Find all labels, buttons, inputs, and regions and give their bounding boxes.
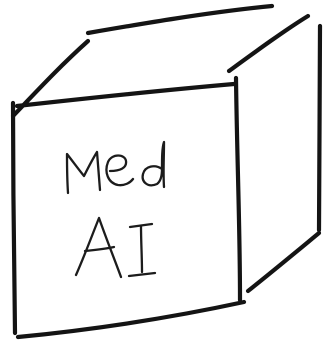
top-front-edge: [17, 84, 234, 106]
front-left-edge: [13, 103, 15, 333]
back-right-edge: [319, 26, 320, 230]
top-back-edge: [88, 6, 272, 33]
front-right-edge: [236, 78, 240, 300]
front-bottom-edge: [18, 302, 244, 337]
med-handwriting: [67, 142, 164, 193]
top-right-edge: [229, 16, 308, 71]
back-bottom-edge: [248, 233, 319, 291]
ai-handwriting: [76, 218, 155, 277]
